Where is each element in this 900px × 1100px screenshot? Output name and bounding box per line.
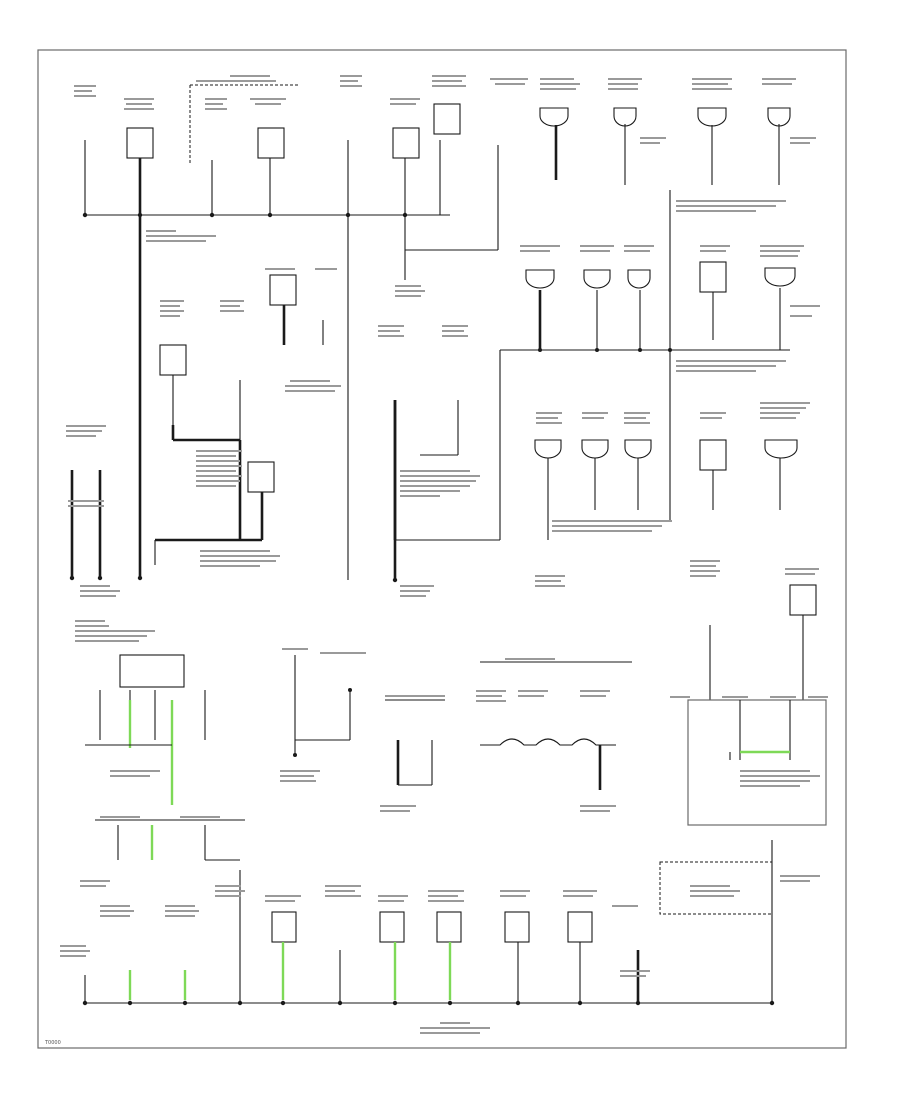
component-box-1	[126, 127, 154, 159]
component-box-14	[504, 911, 530, 943]
ground-block-frame	[687, 699, 827, 826]
component-box-3	[392, 127, 420, 159]
dashed-junction-box	[659, 861, 773, 915]
lamp-11	[624, 439, 652, 459]
left-ground-group	[69, 470, 103, 581]
lamp-1	[539, 107, 569, 127]
lamp-4	[767, 107, 791, 127]
top-ground-bus	[82, 84, 499, 260]
bottom-ground-bus	[82, 840, 775, 1006]
lower-left-connector-group	[85, 654, 245, 861]
component-box-12	[379, 911, 405, 943]
middle-left-cluster	[154, 274, 324, 565]
component-box-8	[699, 261, 727, 293]
lower-middle-cluster	[293, 655, 632, 790]
component-box-11	[271, 911, 297, 943]
lower-right-block	[687, 584, 827, 826]
bottom-bus-nodes	[82, 1000, 775, 1006]
lamp-9	[534, 439, 562, 459]
lamp-12	[764, 439, 798, 459]
component-box-6	[269, 274, 297, 306]
component-box-4	[433, 103, 461, 135]
lamp-3	[697, 107, 727, 127]
illegible-label-marks	[60, 75, 828, 1034]
lamp-5	[525, 269, 555, 289]
main-vertical-runs	[137, 158, 671, 583]
component-box-2	[257, 127, 285, 159]
component-box-5	[159, 344, 187, 376]
lamp-10	[581, 439, 609, 459]
footer-code: T0000	[44, 1040, 61, 1046]
connector-block	[119, 654, 185, 688]
middle-center-cluster	[393, 260, 790, 541]
lamp-7	[627, 269, 651, 289]
right-middle-lamps	[525, 261, 798, 540]
lamp-2	[613, 107, 637, 127]
diagram-frame	[37, 49, 847, 1049]
lamp-6	[583, 269, 611, 289]
component-box-9	[699, 439, 727, 471]
lamp-8	[764, 267, 796, 287]
component-box-10	[789, 584, 817, 616]
top-components	[126, 103, 791, 185]
component-box-7	[247, 461, 275, 493]
component-box-13	[436, 911, 462, 943]
component-box-15	[567, 911, 593, 943]
